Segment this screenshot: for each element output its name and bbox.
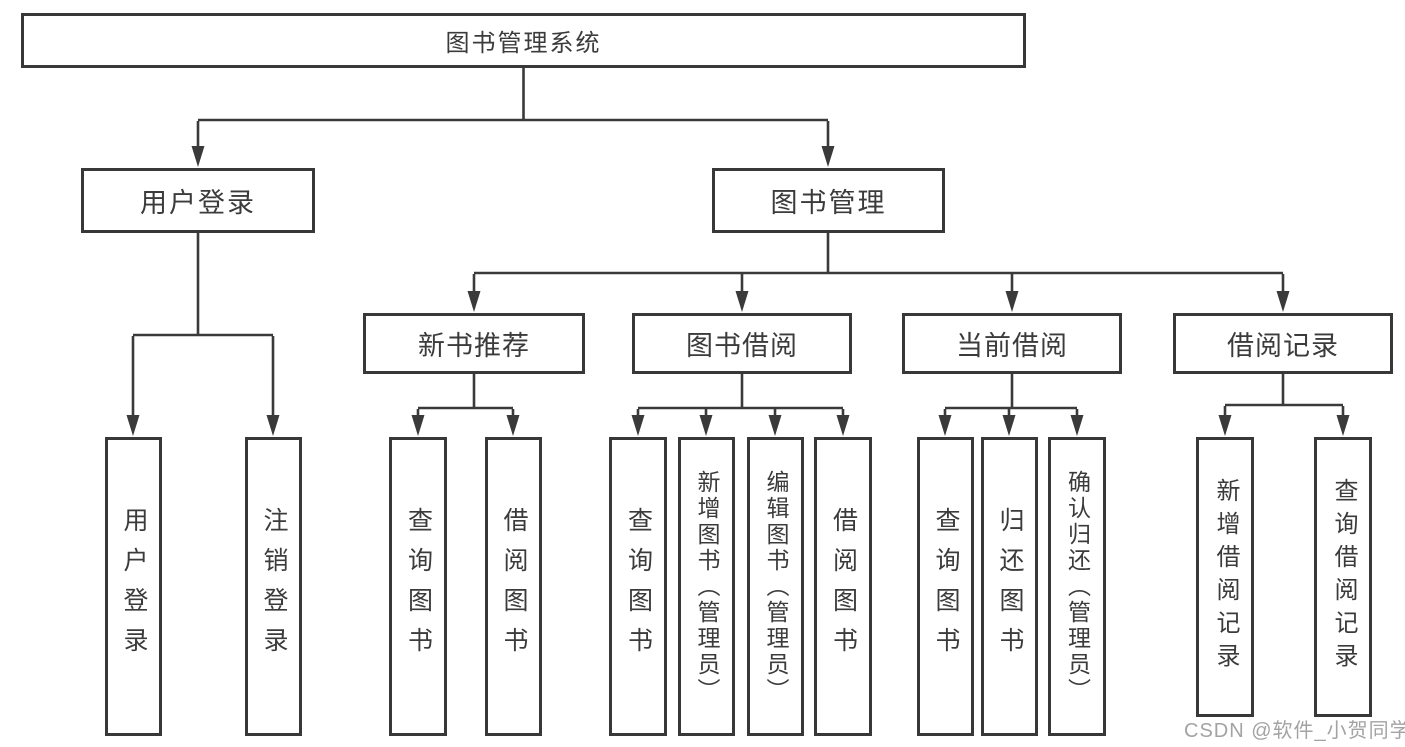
node-label: 用户登录 bbox=[120, 506, 148, 667]
arrow-down-icon bbox=[411, 415, 425, 436]
leaf-current-confirm-return-admin: 确认归还（管理员） bbox=[1048, 437, 1106, 736]
node-new-book-recommend: 新书推荐 bbox=[363, 313, 585, 374]
leaf-user-login: 用户登录 bbox=[105, 437, 162, 736]
node-label: 新书推荐 bbox=[418, 331, 530, 361]
node-label: 查询借阅记录 bbox=[1330, 478, 1357, 676]
node-label: 编辑图书（管理员） bbox=[763, 469, 789, 704]
arrow-down-icon bbox=[467, 291, 481, 312]
leaf-current-return-books: 归还图书 bbox=[981, 437, 1038, 736]
arrow-down-icon bbox=[1336, 415, 1350, 436]
arrow-down-icon bbox=[938, 415, 952, 436]
connector-stubs bbox=[131, 121, 1345, 419]
leaf-borrowing-query-books: 查询图书 bbox=[609, 437, 667, 736]
connector-trunks bbox=[133, 66, 1343, 410]
node-label: 借阅记录 bbox=[1227, 331, 1339, 361]
node-label: 新增图书（管理员） bbox=[694, 469, 720, 704]
node-book-management: 图书管理 bbox=[712, 168, 945, 233]
arrow-down-icon bbox=[1070, 415, 1084, 436]
leaf-newbooks-query-books: 查询图书 bbox=[389, 437, 447, 736]
node-label: 图书借阅 bbox=[686, 331, 798, 361]
node-label: 图书管理系统 bbox=[445, 30, 602, 57]
node-label: 当前借阅 bbox=[956, 331, 1068, 361]
arrow-down-icon bbox=[836, 415, 850, 436]
arrow-down-icon bbox=[1218, 415, 1232, 436]
arrow-down-icon bbox=[699, 415, 713, 436]
leaf-borrowing-borrow-books: 借阅图书 bbox=[814, 437, 872, 736]
node-label: 借阅图书 bbox=[500, 506, 528, 667]
node-label: 用户登录 bbox=[140, 188, 256, 218]
node-root-library-system: 图书管理系统 bbox=[21, 13, 1026, 68]
arrow-down-icon bbox=[631, 415, 645, 436]
arrow-down-icon bbox=[266, 415, 280, 436]
node-label: 查询图书 bbox=[404, 506, 433, 667]
leaf-newbooks-borrow-books: 借阅图书 bbox=[485, 437, 542, 736]
node-label: 确认归还（管理员） bbox=[1064, 469, 1091, 704]
node-label: 借阅图书 bbox=[829, 506, 858, 667]
node-label: 新增借阅记录 bbox=[1212, 478, 1239, 676]
node-user-login: 用户登录 bbox=[81, 168, 315, 233]
csdn-watermark: CSDN @软件_小贺同学 bbox=[1184, 720, 1405, 742]
node-label: 查询图书 bbox=[624, 506, 653, 667]
arrow-down-icon bbox=[735, 291, 749, 312]
arrow-down-icon bbox=[126, 415, 140, 436]
leaf-current-query-books: 查询图书 bbox=[917, 437, 974, 736]
arrow-down-icon bbox=[506, 415, 520, 436]
node-current-borrowing: 当前借阅 bbox=[902, 313, 1122, 374]
node-book-borrowing: 图书借阅 bbox=[632, 313, 852, 374]
node-label: 归还图书 bbox=[996, 506, 1024, 667]
arrow-down-icon bbox=[768, 415, 782, 436]
arrow-down-icon bbox=[821, 146, 835, 167]
arrow-down-icon bbox=[191, 146, 205, 167]
arrow-down-icon bbox=[1005, 291, 1019, 312]
leaf-records-add-record: 新增借阅记录 bbox=[1196, 437, 1254, 717]
arrow-down-icon bbox=[1276, 291, 1290, 312]
leaf-logout: 注销登录 bbox=[245, 437, 302, 736]
arrow-down-icon bbox=[1002, 415, 1016, 436]
leaf-borrowing-add-books-admin: 新增图书（管理员） bbox=[678, 437, 735, 736]
node-label: 查询图书 bbox=[932, 506, 960, 667]
leaf-borrowing-edit-books-admin: 编辑图书（管理员） bbox=[747, 437, 804, 736]
node-label: 图书管理 bbox=[770, 188, 887, 218]
leaf-records-query-record: 查询借阅记录 bbox=[1314, 437, 1372, 717]
node-label: 注销登录 bbox=[260, 506, 288, 667]
node-borrow-records: 借阅记录 bbox=[1173, 313, 1393, 374]
